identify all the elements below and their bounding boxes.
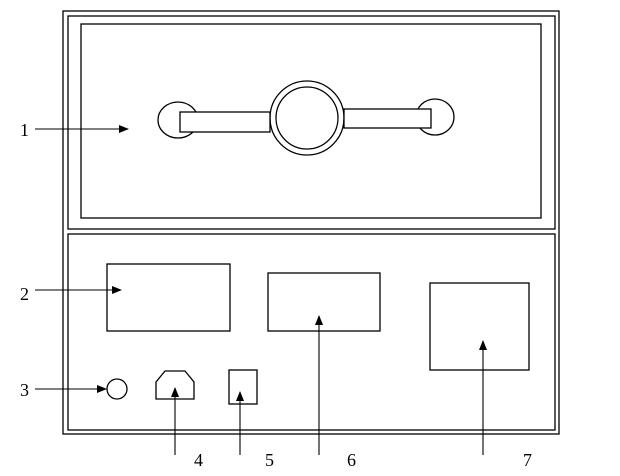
device-housing [62, 10, 560, 435]
housing-inner-frame [67, 15, 556, 230]
upper-compartment-window [80, 23, 542, 219]
callout-5: 5 [265, 450, 274, 470]
callout-3: 3 [20, 380, 29, 400]
callout-1: 1 [20, 120, 29, 140]
lower-panel [67, 233, 556, 431]
panel-box-7 [429, 282, 530, 371]
housing-outer-frame [62, 10, 560, 435]
panel-square-socket-5 [228, 369, 258, 405]
callout-7: 7 [523, 450, 532, 470]
holder-center-outer-ring [269, 80, 345, 156]
panel-power-socket-4 [155, 370, 195, 400]
panel-box-6 [267, 272, 381, 332]
panel-round-port-3 [106, 378, 128, 400]
callout-4: 4 [194, 450, 203, 470]
callout-6: 6 [347, 450, 356, 470]
holder-right-arm [343, 108, 432, 129]
holder-center-inner-ring [275, 86, 339, 150]
upper-compartment [80, 23, 542, 219]
callout-2: 2 [20, 284, 29, 304]
leader-arrows [35, 125, 487, 455]
lower-panel-frame [67, 233, 556, 431]
callout-labels: 1 2 3 4 5 6 7 [20, 120, 532, 470]
panel-box-2 [106, 263, 231, 332]
sample-holder [157, 80, 455, 156]
holder-left-arm [179, 111, 271, 133]
